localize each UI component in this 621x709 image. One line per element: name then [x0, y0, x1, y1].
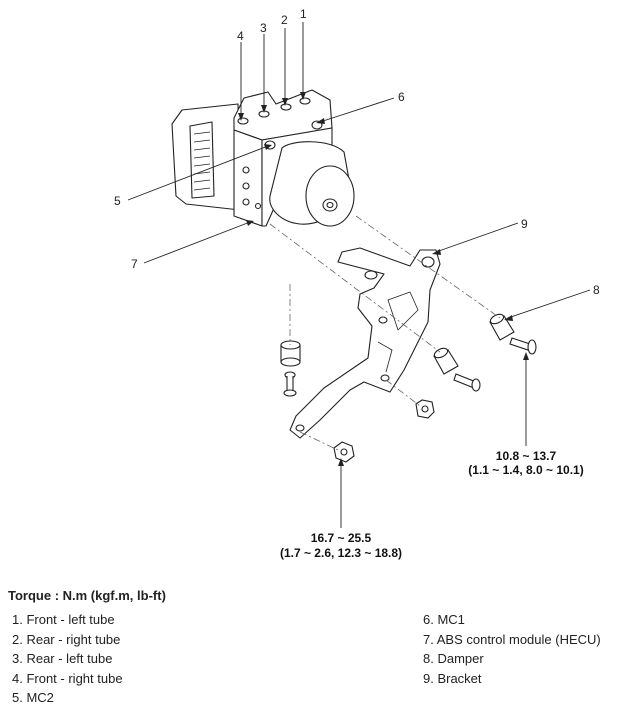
legend-column-left: 1. Front - left tube 2. Rear - right tub…: [12, 610, 123, 708]
legend-item: 8. Damper: [423, 651, 484, 666]
connector-ribs: [193, 131, 211, 191]
leader-arrowheads: [238, 92, 529, 466]
torque-bracket-nut-alt: (1.7 ~ 2.6, 12.3 ~ 18.8): [280, 546, 402, 560]
port-boss-4: [237, 117, 249, 125]
damper-middle: [433, 347, 459, 375]
callout-5: 5: [114, 194, 121, 208]
callout-8: 8: [593, 283, 600, 297]
port-boss-2: [280, 103, 292, 111]
legend-item: 6. MC1: [423, 612, 465, 627]
callout-6: 6: [398, 90, 405, 104]
bolt-left: [283, 371, 297, 397]
callout-4: 4: [237, 29, 244, 43]
nut-bracket: [415, 399, 435, 419]
bolt-right: [509, 337, 537, 355]
abs-hecu-unit: [171, 89, 355, 227]
legend-item: 4. Front - right tube: [12, 670, 123, 686]
legend-item: 7. ABS control module (HECU): [423, 631, 601, 647]
assembly-centerlines: [269, 215, 501, 451]
legend-item: 5. MC2: [12, 690, 54, 705]
damper-left: [280, 340, 301, 367]
callout-9: 9: [521, 217, 528, 231]
port-boss-1: [299, 97, 311, 105]
torque-damper-bolt-alt: (1.1 ~ 1.4, 8.0 ~ 10.1): [468, 463, 583, 477]
torque-bracket-nut-nm: 16.7 ~ 25.5: [311, 531, 372, 545]
legend-item: 2. Rear - right tube: [12, 631, 121, 647]
ecu-connector: [189, 121, 215, 199]
callout-3: 3: [260, 21, 267, 35]
nut-lower: [333, 441, 355, 463]
callout-7: 7: [131, 257, 138, 271]
block-front-face: [233, 129, 263, 227]
bracket: [289, 247, 441, 439]
hardware: [280, 313, 537, 463]
bolt-middle: [453, 373, 481, 392]
motor-end-cap: [305, 165, 355, 227]
leader-lines: [127, 22, 591, 528]
legend-item: 1. Front - left tube: [12, 612, 115, 627]
legend-column-right: 6. MC1 7. ABS control module (HECU) 8. D…: [423, 610, 601, 688]
callout-2: 2: [281, 13, 288, 27]
legend-item: 9. Bracket: [423, 670, 482, 686]
torque-damper-bolt-nm: 10.8 ~ 13.7: [496, 449, 557, 463]
callout-1: 1: [300, 7, 307, 21]
abs-module-exploded-diagram: 1 2 3 4 5 6 7 8 9 10.8 ~ 13.7 (1.1 ~ 1.4…: [114, 7, 600, 560]
legend-item: 3. Rear - left tube: [12, 651, 113, 666]
torque-legend-heading: Torque : N.m (kgf.m, lb-ft): [8, 588, 166, 603]
